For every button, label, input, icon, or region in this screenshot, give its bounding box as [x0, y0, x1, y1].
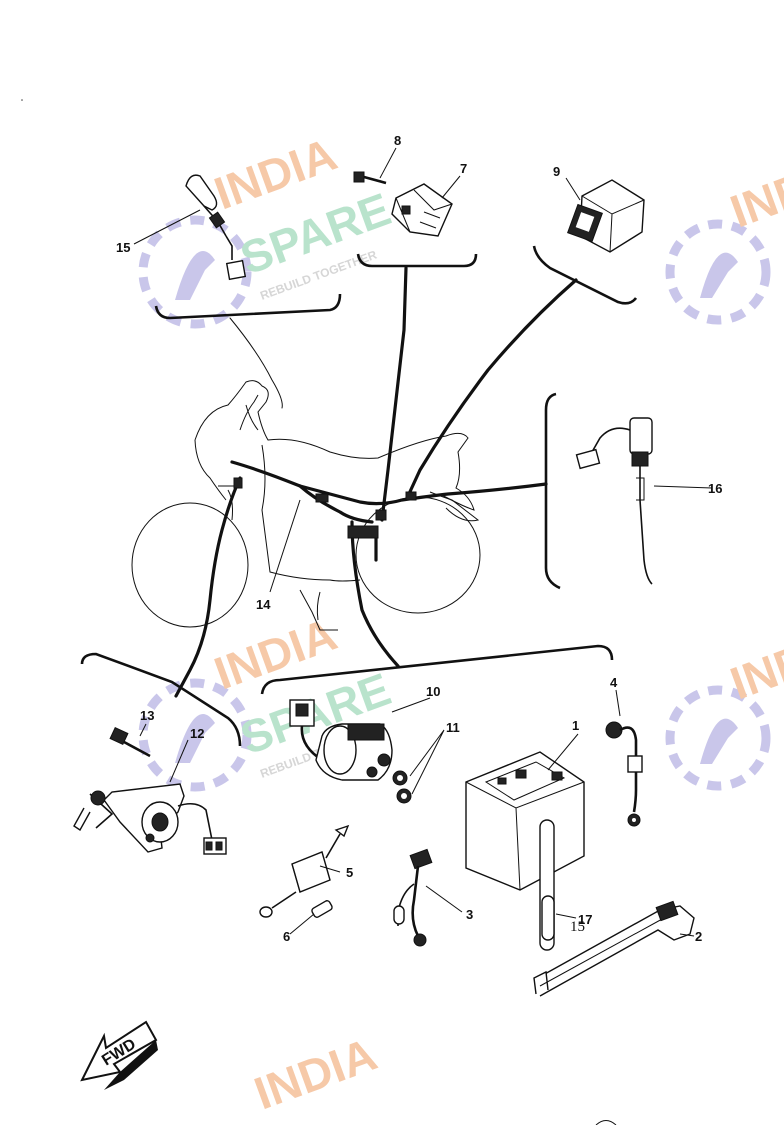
callout-labels: 1 2 3 4 5 6 7 8 9 10 11 12 13 14 15 16 1… [116, 133, 722, 944]
motorcycle-outline [131, 380, 481, 631]
callout-6: 6 [283, 929, 290, 944]
part-7-relay-icon [391, 183, 453, 237]
callout-9: 9 [553, 164, 560, 179]
speck [21, 99, 23, 101]
fwd-arrow-icon: FWD [80, 1020, 158, 1090]
callout-2: 2 [695, 929, 702, 944]
callout-13: 13 [140, 708, 154, 723]
part-15-sensor-icon [185, 174, 247, 281]
part-6-fuse-icon [311, 900, 333, 918]
callout-17: 17 [578, 912, 592, 927]
part-11-nuts-icon [392, 770, 412, 804]
part-3-lead-wire-icon [393, 848, 433, 947]
callout-14: 14 [256, 597, 271, 612]
main-harness [174, 266, 578, 698]
watermark-logo-1: INDIA SPARE REBUILD TOGETHER [138, 128, 397, 329]
part-12-ignition-switch-icon [73, 783, 227, 855]
leader-lines [133, 147, 713, 937]
partial-circle [595, 1120, 617, 1125]
part-13-bolt-icon [109, 726, 151, 758]
part-5-switch-icon [259, 824, 350, 918]
part-2-strap-icon [533, 900, 695, 997]
watermark-logo-3: INDIA [665, 146, 784, 325]
part-1-battery-icon [465, 751, 585, 951]
callout-10: 10 [426, 684, 440, 699]
detail-brackets [80, 245, 638, 747]
callout-11: 11 [446, 720, 460, 735]
part-16-sensor-icon [575, 417, 653, 585]
watermark-logo-4: INDIA [665, 618, 784, 791]
callout-5: 5 [346, 865, 353, 880]
callout-12: 12 [190, 726, 204, 741]
harness-connectors [233, 477, 417, 539]
callout-4: 4 [610, 675, 618, 690]
part-9-rectifier-icon [567, 179, 645, 253]
callout-15-overprint: 15 [570, 919, 585, 935]
callout-8: 8 [394, 133, 401, 148]
callout-7: 7 [460, 161, 467, 176]
callout-15: 15 [116, 240, 130, 255]
part-10-starter-icon [289, 699, 393, 781]
callout-3: 3 [466, 907, 473, 922]
callout-16: 16 [708, 481, 722, 496]
watermark-logo-5: INDIA [248, 1028, 383, 1120]
part-4-cable-icon [605, 721, 643, 827]
part-8-bolt-icon [353, 171, 387, 185]
callout-1: 1 [572, 718, 579, 733]
watermark-brand-line1-e: INDIA [248, 1028, 383, 1120]
part-17-tube-icon [541, 895, 555, 941]
